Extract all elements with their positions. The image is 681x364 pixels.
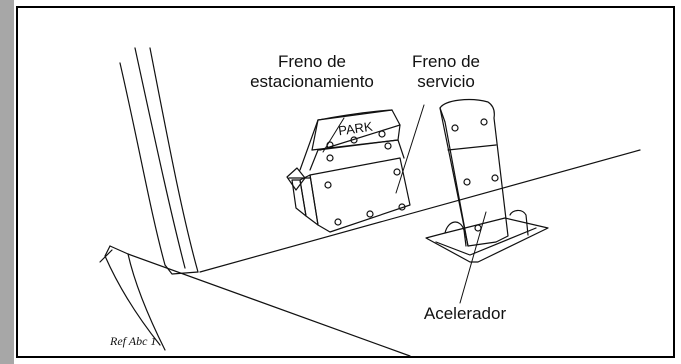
left-gray-margin <box>0 0 14 364</box>
leader-accelerator <box>459 211 487 304</box>
cab-pillar <box>119 47 199 275</box>
floor-line <box>199 149 641 273</box>
service-brake-pedal <box>425 98 549 263</box>
parking-brake-pedal: PARK <box>286 109 411 233</box>
accelerator-label: Acelerador <box>423 304 507 323</box>
service-brake-label: Freno de servicio <box>411 52 481 91</box>
leader-parking-brake <box>322 117 345 153</box>
parking-brake-label: Freno de estacionamiento <box>250 52 374 91</box>
leader-service-brake <box>395 104 425 194</box>
park-stamp: PARK <box>337 119 374 139</box>
illustration-frame <box>16 6 675 358</box>
pedal-base <box>425 217 549 263</box>
floor-sill <box>99 245 411 357</box>
reference-label: Ref Abc 1 <box>110 334 157 348</box>
